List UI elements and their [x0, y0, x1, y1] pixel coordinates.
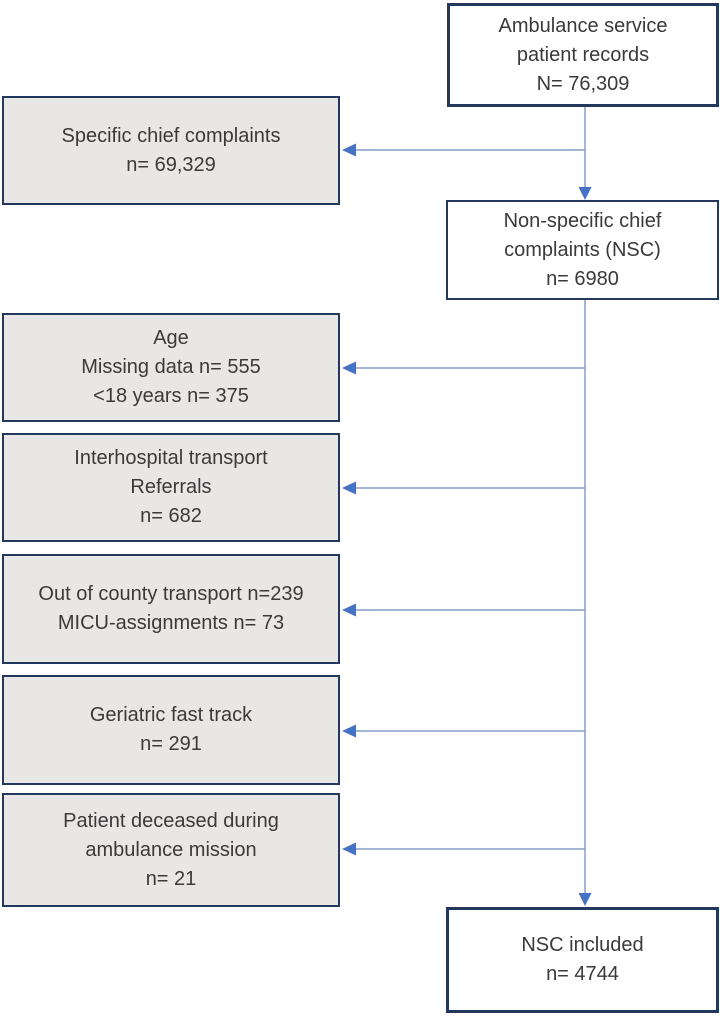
- arrow-left-specific-icon: [342, 143, 356, 157]
- box-text-line: n= 4744: [546, 963, 619, 985]
- box-text-line: Geriatric fast track: [89, 704, 253, 726]
- arrow-down-included-icon: [578, 893, 592, 906]
- exclusion-box-geriatric-fast-track: Geriatric fast track n= 291: [2, 675, 340, 785]
- box-text-line: Age: [153, 327, 189, 349]
- flow-box-ambulance-records: Ambulance service patient records N= 76,…: [447, 3, 719, 107]
- arrow-left-county-icon: [342, 603, 356, 617]
- exclusion-box-out-of-county: Out of county transport n=239 MICU-assig…: [2, 554, 340, 664]
- box-text-line: N= 76,309: [536, 72, 630, 95]
- box-text-line: Non-specific chief: [503, 209, 662, 232]
- box-text-line: ambulance mission: [85, 838, 257, 861]
- box-text-line: <18 years n= 375: [93, 385, 249, 407]
- exclusion-box-age: Age Missing data n= 555 <18 years n= 375: [2, 313, 340, 422]
- flow-box-nsc-included: NSC included n= 4744: [446, 907, 719, 1013]
- box-text-line: Ambulance service: [498, 14, 668, 37]
- arrow-left-interhospital-icon: [342, 481, 356, 495]
- box-text-line: complaints (NSC): [504, 238, 661, 261]
- box-text-line: n= 69,329: [126, 153, 216, 176]
- box-text-line: Referrals: [130, 476, 212, 498]
- exclusion-box-interhospital-transport: Interhospital transport Referrals n= 682: [2, 433, 340, 542]
- box-text-line: Patient deceased during: [63, 809, 279, 832]
- box-text-line: Interhospital transport: [74, 447, 268, 469]
- box-text-line: Missing data n= 555: [81, 356, 261, 378]
- arrow-left-age-icon: [342, 361, 356, 375]
- exclusion-box-patient-deceased: Patient deceased during ambulance missio…: [2, 793, 340, 907]
- box-text-line: NSC included: [521, 934, 644, 956]
- exclusion-box-specific-complaints: Specific chief complaints n= 69,329: [2, 96, 340, 205]
- arrow-left-geriatric-icon: [342, 724, 356, 738]
- box-text-line: Out of county transport n=239: [38, 583, 304, 605]
- box-text-line: n= 291: [140, 733, 202, 755]
- flow-box-nsc: Non-specific chief complaints (NSC) n= 6…: [446, 200, 719, 300]
- arrow-left-deceased-icon: [342, 842, 356, 856]
- box-text-line: Specific chief complaints: [61, 124, 281, 147]
- box-text-line: MICU-assignments n= 73: [57, 612, 285, 634]
- arrow-down-nsc-icon: [578, 187, 592, 200]
- box-text-line: n= 682: [140, 505, 202, 527]
- box-text-line: n= 21: [145, 867, 197, 890]
- box-text-line: patient records: [516, 43, 650, 66]
- box-text-line: n= 6980: [546, 267, 619, 290]
